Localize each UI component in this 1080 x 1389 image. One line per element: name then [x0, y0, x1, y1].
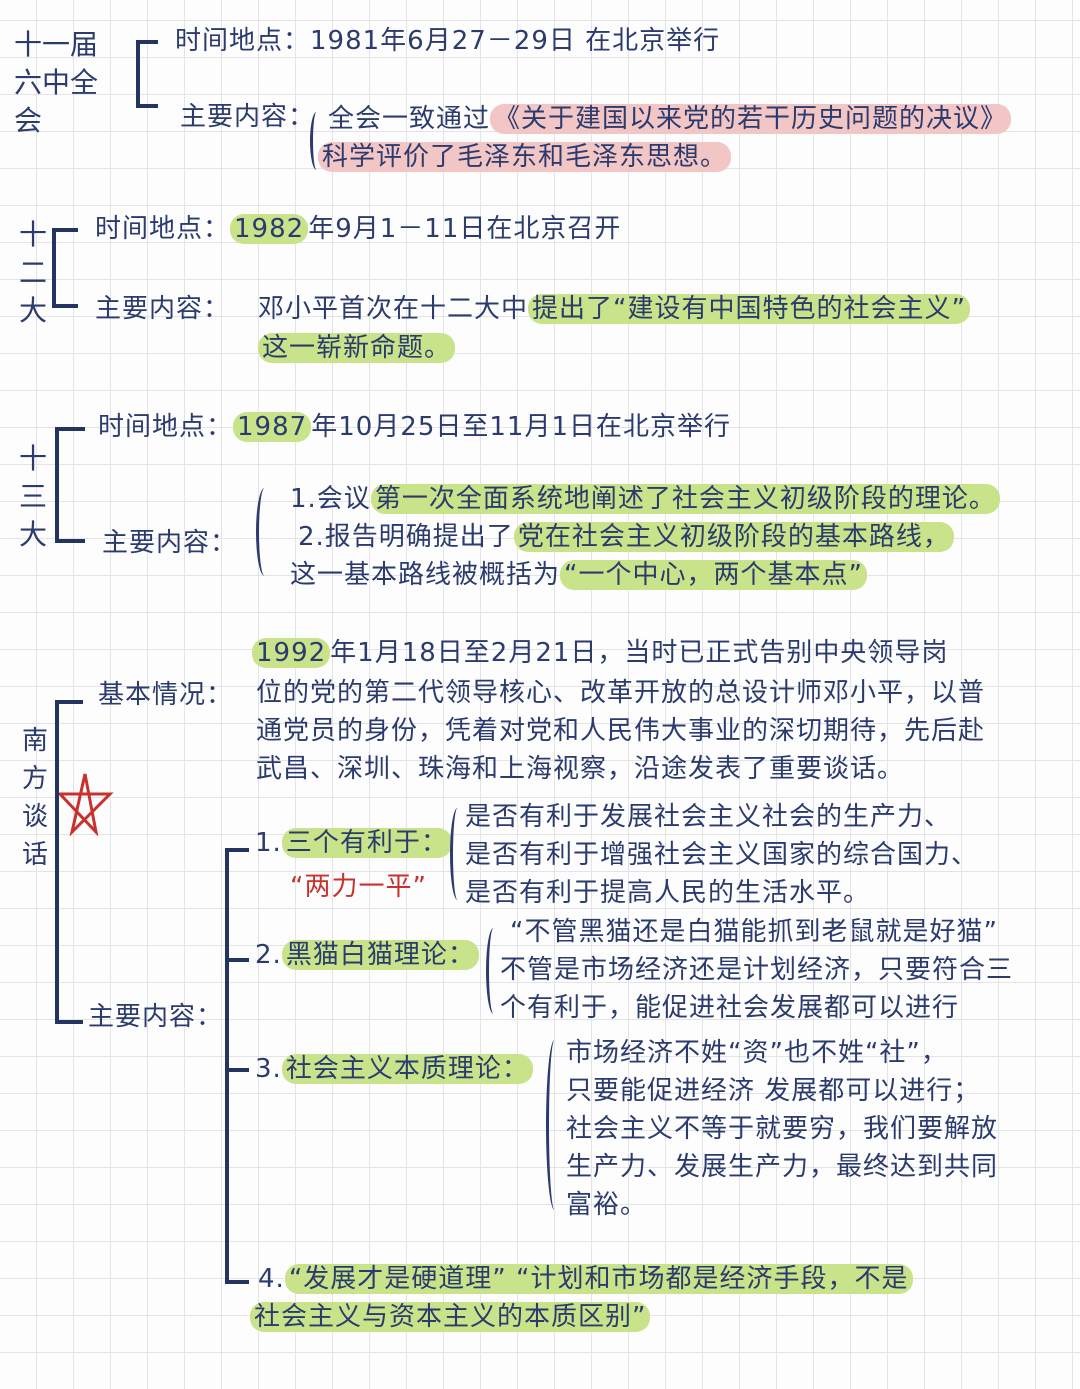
- text: 年1月18日至2月21日，当时已正式告别中央领导岗: [330, 638, 949, 668]
- number: 1.: [255, 828, 282, 858]
- content-label: 主要内容：: [180, 102, 316, 132]
- basic-label: 基本情况：: [98, 680, 234, 710]
- highlight-green: 社会主义本质理论：: [281, 1054, 533, 1084]
- highlight-green: 社会主义与资本主义的本质区别”: [250, 1302, 651, 1332]
- highlight-green: “一个中心，两个基本点”: [560, 560, 867, 590]
- point-1-line: 是否有利于提高人民的生活水平。: [465, 878, 871, 908]
- bracket-tick: [55, 427, 85, 431]
- highlight-year: 1987: [233, 412, 312, 442]
- bracket: [52, 228, 56, 308]
- section-title-southern-talks: 南方谈话: [21, 726, 48, 870]
- paren: [256, 488, 273, 576]
- time-place-text: 1981年6月27－29日 在北京举行: [310, 26, 721, 56]
- time-place-text: 年10月25日至11月1日在北京举行: [311, 412, 731, 442]
- content-item-1: 1.会议第一次全面系统地阐述了社会主义初级阶段的理论。: [290, 482, 1000, 516]
- paren: [486, 928, 501, 1014]
- highlight-green: 三个有利于：: [281, 828, 452, 858]
- bracket-tick: [55, 1020, 83, 1024]
- highlight-green: 黑猫白猫理论：: [281, 940, 479, 970]
- point-3-line: 社会主义不等于就要穷，我们要解放: [566, 1114, 999, 1144]
- paren: [546, 1040, 563, 1210]
- text: 1.会议: [290, 484, 371, 514]
- paren: [310, 112, 323, 170]
- point-1-note: “两力一平”: [290, 872, 427, 902]
- content-item-2: 2.报告明确提出了党在社会主义初级阶段的基本路线，: [298, 520, 954, 554]
- number: 3.: [255, 1054, 282, 1084]
- star-icon: [56, 773, 114, 836]
- content-label: 主要内容：: [88, 1002, 224, 1032]
- bracket-tick: [52, 304, 78, 308]
- highlight-green: 第一次全面系统地阐述了社会主义初级阶段的理论。: [370, 484, 1000, 514]
- point-1-line: 是否有利于发展社会主义社会的生产力、: [465, 802, 952, 832]
- bracket-tick: [225, 958, 249, 962]
- basic-line: 武昌、深圳、珠海和上海视察，沿途发表了重要谈话。: [256, 754, 905, 784]
- point-3-line: 市场经济不姓“资”也不姓“社”，: [566, 1038, 948, 1068]
- section-title-13th-congress: 十三大: [18, 442, 47, 551]
- point-3-line: 生产力、发展生产力，最终达到共同: [566, 1152, 999, 1182]
- content-label: 主要内容：: [95, 294, 231, 324]
- highlight-year: 1982: [230, 214, 309, 244]
- point-1-line: 是否有利于增强社会主义国家的综合国力、: [465, 840, 979, 870]
- highlight-pink: 《关于建国以来党的若干历史问题的决议》: [490, 104, 1012, 134]
- text: 2.报告明确提出了: [298, 522, 514, 552]
- point-4-line-2: 社会主义与资本主义的本质区别”: [250, 1300, 651, 1334]
- time-place-label: 时间地点：: [98, 412, 234, 442]
- point-3-line: 只要能促进经济 发展都可以进行；: [566, 1076, 981, 1106]
- bracket-tick: [136, 40, 158, 44]
- bracket: [136, 42, 140, 108]
- highlight-green: “发展才是硬道理” “计划和市场都是经济手段，不是: [284, 1264, 913, 1294]
- basic-line: 位的党的第二代领导核心、改革开放的总设计师邓小平，以普: [256, 678, 986, 708]
- highlight-green: 这一崭新命题。: [258, 333, 456, 363]
- bracket-tick: [55, 539, 85, 543]
- bracket: [55, 427, 59, 543]
- point-2-title: 2.黑猫白猫理论：: [255, 938, 479, 972]
- point-3-title: 3.社会主义本质理论：: [255, 1052, 533, 1086]
- point-3-line: 富裕。: [566, 1190, 648, 1220]
- highlight-pink: 科学评价了毛泽东和毛泽东思想。: [318, 142, 732, 172]
- highlight-green: 提出了“建设有中国特色的社会主义”: [528, 294, 970, 324]
- content-line-2: 这一崭新命题。: [258, 331, 456, 365]
- basic-line: 通党员的身份，凭着对党和人民伟大事业的深切期待，先后赴: [256, 716, 986, 746]
- text: 邓小平首次在十二大中: [258, 294, 529, 324]
- time-place-text: 年9月1－11日在北京召开: [308, 214, 622, 244]
- point-4-line-1: 4.“发展才是硬道理” “计划和市场都是经济手段，不是: [258, 1262, 913, 1296]
- point-2-line: 个有利于，能促进社会发展都可以进行: [500, 993, 960, 1023]
- bracket: [55, 700, 59, 1024]
- point-1-title: 1.三个有利于：: [255, 826, 452, 860]
- highlight-green: 党在社会主义初级阶段的基本路线，: [513, 522, 954, 552]
- content-line-1: 全会一致通过《关于建国以来党的若干历史问题的决议》: [328, 102, 1012, 136]
- bracket-tick: [55, 700, 83, 704]
- text: 全会一致通过: [328, 104, 491, 134]
- bracket-tick: [52, 228, 78, 232]
- time-place-row: 时间地点：1981年6月27－29日 在北京举行: [175, 24, 720, 58]
- number: 2.: [255, 940, 282, 970]
- bracket-tick: [225, 1280, 249, 1284]
- bracket-tick: [136, 104, 158, 108]
- bracket: [225, 848, 229, 1284]
- text: 这一基本路线被概括为: [290, 560, 561, 590]
- content-item-3: 这一基本路线被概括为“一个中心，两个基本点”: [290, 558, 867, 592]
- number: 4.: [258, 1264, 285, 1294]
- content-line-1: 邓小平首次在十二大中提出了“建设有中国特色的社会主义”: [258, 292, 970, 326]
- time-place-label: 时间地点：: [95, 214, 231, 244]
- paren: [450, 808, 465, 900]
- section-title-12th-congress: 十二大: [18, 218, 47, 327]
- time-place-label: 时间地点：: [175, 26, 311, 56]
- content-label: 主要内容：: [102, 528, 238, 558]
- highlight-year: 1992: [252, 638, 331, 668]
- bracket-tick: [225, 1068, 249, 1072]
- point-2-line: “不管黑猫还是白猫能抓到老鼠就是好猫”: [510, 917, 998, 947]
- content-line-2: 科学评价了毛泽东和毛泽东思想。: [318, 140, 732, 174]
- point-2-line: 不管是市场经济还是计划经济，只要符合三: [500, 955, 1014, 985]
- bracket-tick: [225, 848, 249, 852]
- section-title-11th-6th-plenum: 十一届六中全会: [14, 28, 99, 137]
